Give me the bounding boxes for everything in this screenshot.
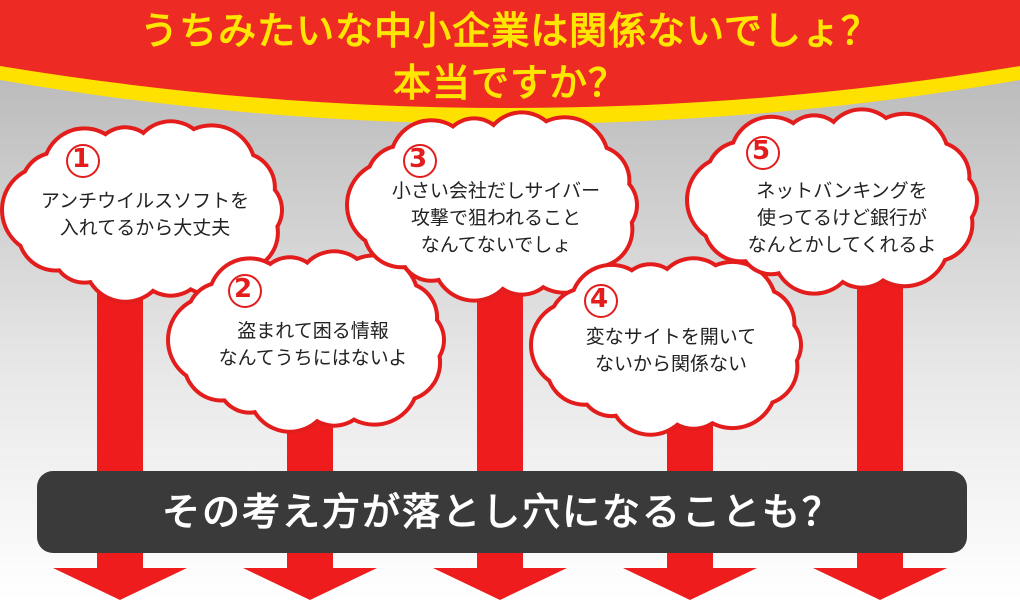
cloud-1-number: 1	[64, 142, 102, 180]
headline-line-2: 本当ですか？	[392, 61, 627, 105]
cloud-3	[345, 110, 639, 303]
cloud-5	[685, 107, 979, 296]
cloud-2-text: 盗まれて困る情報 なんてうちにはないよ	[218, 320, 408, 369]
banner-text: その考え方が落とし穴になることも？	[161, 489, 842, 534]
header-red-band	[0, 0, 1020, 108]
cloud-2-number: 2	[226, 272, 264, 310]
cloud-5-number: 5	[744, 134, 782, 172]
clouds-layer	[0, 107, 979, 437]
cloud-4-text: 変なサイトを開いて ないから関係ない	[585, 326, 757, 375]
cloud-5-text: ネットバンキングを 使ってるけど銀行が なんとかしてくれるよ	[747, 180, 937, 256]
cloud-1-text: アンチウイルスソフトを 入れてるから大丈夫	[40, 190, 250, 239]
cloud-4	[529, 256, 803, 437]
cloud-3-number: 3	[401, 142, 439, 180]
cloud-1	[0, 119, 284, 304]
cloud-2	[166, 249, 446, 434]
bottom-banner: その考え方が落とし穴になることも？	[37, 471, 967, 553]
cloud-4-number: 4	[582, 282, 620, 320]
headline-line-1: うちみたいな中小企業は関係ないでしょ？	[140, 9, 880, 53]
cloud-3-text: 小さい会社だしサイバー 攻撃で狙われること なんてないでしょ	[391, 180, 601, 256]
